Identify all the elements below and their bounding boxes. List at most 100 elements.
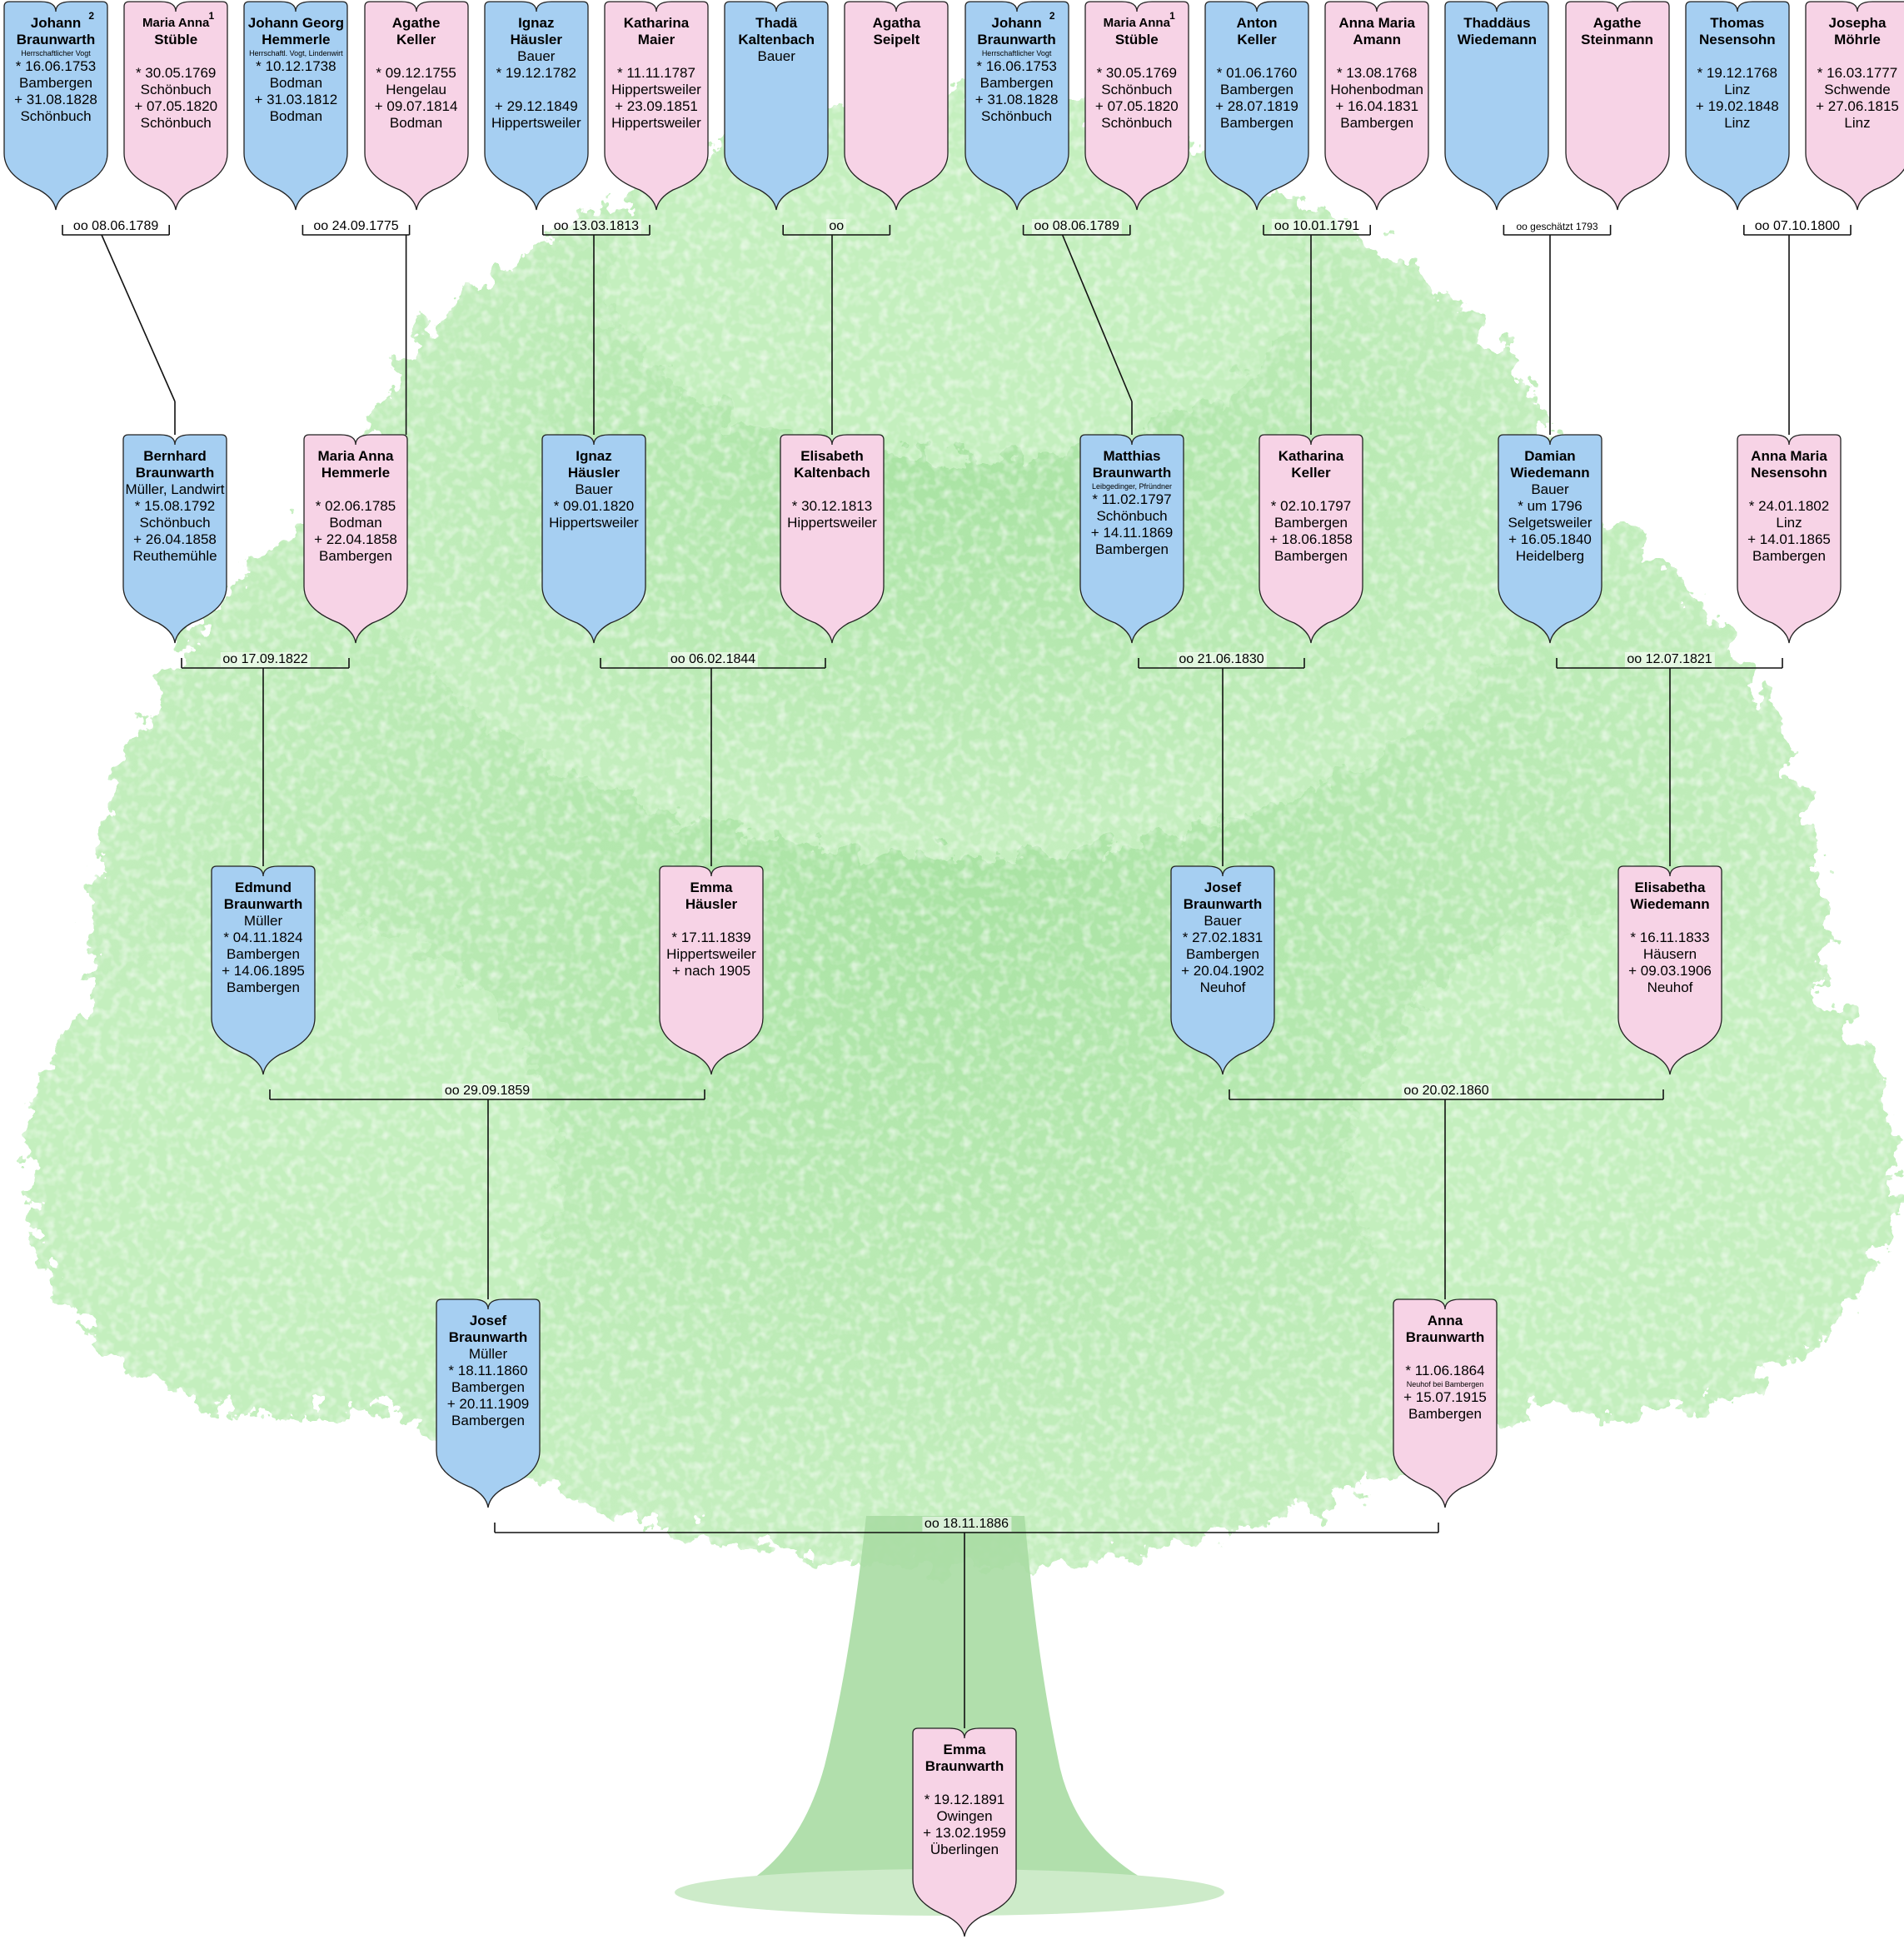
person-name-line: Braunwarth (1092, 465, 1172, 481)
shield-shape (964, 1, 1069, 211)
person-occupation: Herrschaftl. Vogt, Lindenwirt (249, 49, 343, 57)
spacer (1325, 48, 1428, 65)
person-name-line: Maria Anna (317, 448, 394, 464)
person-occupation: Herrschaftlicher Vogt (21, 49, 91, 57)
person-name-line: Anna (1427, 1313, 1463, 1328)
person-life-data: * 19.12.1782 (496, 65, 576, 81)
person-life-data: Überlingen (930, 1842, 999, 1857)
duplicate-marker: 2 (88, 10, 94, 22)
person-life-data: + 09.03.1906 (1628, 963, 1712, 979)
person-name-line: Emma (690, 880, 733, 895)
person-name-line: Braunwarth (135, 465, 215, 481)
shield-shape (604, 1, 709, 211)
person-life-data: * 27.02.1831 (1182, 930, 1264, 945)
person-life-data: Schönbuch (1096, 508, 1168, 524)
person-life-data: Hippertsweiler (611, 115, 701, 131)
person-life-data: + 31.08.1828 (14, 92, 97, 107)
shield-shape (541, 434, 646, 644)
person-life-data: Owingen (936, 1808, 993, 1824)
person-life-data: + 15.07.1915 (1403, 1389, 1487, 1405)
person-name-line: Braunwarth (977, 32, 1056, 47)
shield-shape (659, 865, 764, 1075)
person-life-data: + 09.07.1814 (374, 98, 458, 114)
shield-shape (1393, 1298, 1498, 1508)
person-name-line: Ignaz (518, 15, 555, 31)
person-name-line: Steinmann (1581, 32, 1654, 47)
marriage-date-label: oo 10.01.1791 (1271, 219, 1363, 234)
person-life-data: * 16.03.1777 (1817, 65, 1898, 81)
shield-shape (484, 1, 589, 211)
duplicate-marker: 1 (208, 10, 215, 22)
person-life-data: Neuhof (1199, 979, 1246, 995)
marriage-date-label: oo geschätzt 1793 (1513, 219, 1601, 234)
person-name-line: Wiedemann (1630, 896, 1710, 912)
person-life-data: Bambergen (1220, 82, 1293, 97)
spacer (913, 1775, 1016, 1792)
person-life-data: Hippertsweiler (491, 115, 581, 131)
person-name-line: Anna Maria (1338, 15, 1415, 31)
person-life-data: + 13.02.1959 (923, 1825, 1006, 1841)
person-life-data: * 13.08.1768 (1336, 65, 1418, 81)
person-name-line: Kaltenbach (738, 32, 815, 47)
person-life-data: * 09.01.1820 (553, 498, 635, 514)
person-name-line: Elisabeth (800, 448, 864, 464)
person-life-data: * 16.11.1833 (1630, 930, 1710, 945)
person-occupation: Müller, Landwirt (125, 481, 225, 497)
shield-shape (1204, 1, 1309, 211)
person-life-data: Bambergen (1408, 1406, 1482, 1422)
person-life-data: Schönbuch (1101, 115, 1173, 131)
marriage-date-label: oo 24.09.1775 (311, 219, 401, 234)
person-life-data: + 19.02.1848 (1695, 98, 1779, 114)
spacer (1205, 48, 1308, 65)
person-name-line: Maria Anna (142, 16, 210, 30)
person-life-data: Hohenbodman (1330, 82, 1423, 97)
person-occupation: Bauer (1531, 481, 1569, 497)
person-life-data: Häusern (1642, 946, 1697, 962)
person-name-line: Thomas (1710, 15, 1765, 31)
shield-shape (1737, 434, 1842, 644)
person-life-data: Hippertsweiler (666, 946, 756, 962)
person-name-line: Stüble (154, 32, 198, 47)
